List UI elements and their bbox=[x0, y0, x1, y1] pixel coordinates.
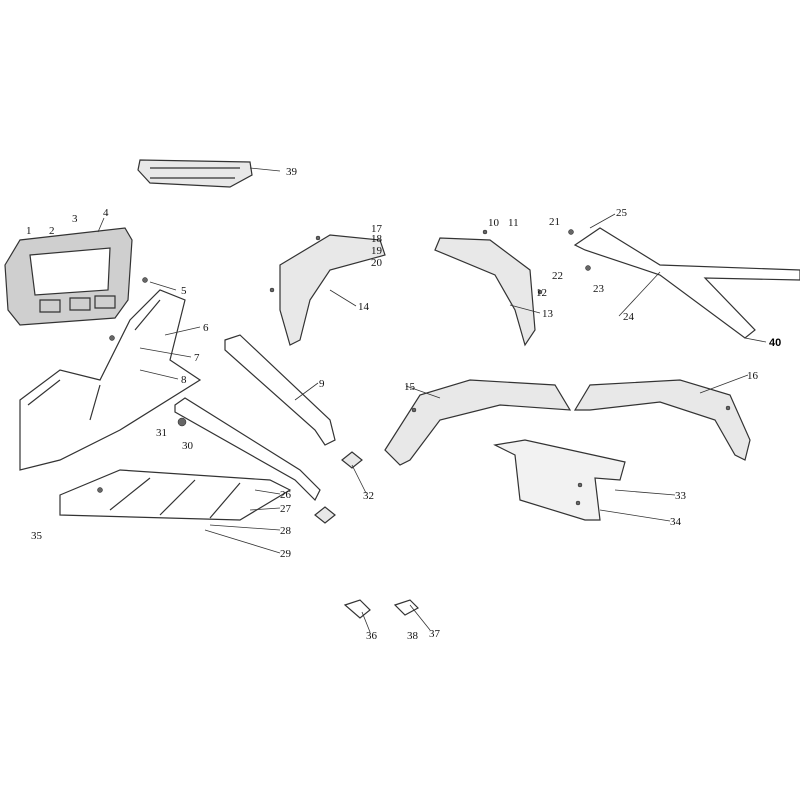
callout-39: 39 bbox=[286, 166, 298, 178]
callout-23: 23 bbox=[593, 283, 605, 295]
callout-26: 26 bbox=[280, 489, 292, 501]
callout-37: 37 bbox=[429, 628, 441, 640]
callout-1: 1 bbox=[26, 225, 32, 237]
callout-34: 34 bbox=[670, 516, 682, 528]
callout-38: 38 bbox=[407, 630, 419, 642]
part-13-right-fender bbox=[434, 237, 536, 347]
callout-8: 8 bbox=[181, 374, 187, 386]
callout-19: 19 bbox=[371, 245, 383, 257]
part-16-rear-right-fender bbox=[573, 379, 751, 461]
leader-lines bbox=[97, 167, 767, 633]
callout-12: 12 bbox=[536, 287, 547, 299]
callout-18: 18 bbox=[371, 233, 383, 245]
callout-25: 25 bbox=[616, 207, 628, 219]
part-14-left-fender bbox=[279, 234, 386, 346]
part-39-grille bbox=[137, 159, 253, 188]
callout-30: 30 bbox=[182, 440, 194, 452]
part-15-rear-left-fender bbox=[384, 379, 572, 466]
callout-35: 35 bbox=[31, 530, 43, 542]
callout-9: 9 bbox=[319, 378, 325, 390]
callout-7: 7 bbox=[194, 352, 200, 364]
callout-33: 33 bbox=[675, 490, 687, 502]
callout-40: 40 bbox=[769, 337, 781, 349]
part-31-tube bbox=[174, 397, 321, 502]
part-33-bracket bbox=[493, 439, 626, 521]
part-36-37-38-clips bbox=[343, 599, 419, 619]
callout-15: 15 bbox=[404, 381, 416, 393]
part-24-rear-bar bbox=[573, 227, 800, 339]
callout-29: 29 bbox=[280, 548, 292, 560]
callout-21: 21 bbox=[549, 216, 560, 228]
callout-36: 36 bbox=[366, 630, 378, 642]
callout-4: 4 bbox=[103, 207, 109, 219]
part-35-rack bbox=[59, 469, 292, 521]
callout-32: 32 bbox=[363, 490, 374, 502]
part-32-plates bbox=[314, 451, 363, 524]
bolts bbox=[97, 229, 731, 506]
callout-3: 3 bbox=[72, 213, 78, 225]
callout-31: 31 bbox=[156, 427, 167, 439]
callout-13: 13 bbox=[542, 308, 554, 320]
callout-17: 17 bbox=[371, 223, 383, 235]
callout-6: 6 bbox=[203, 322, 209, 334]
callout-16: 16 bbox=[747, 370, 759, 382]
callout-labels: 1 2 3 4 5 6 7 8 9 10 11 12 13 14 15 16 1… bbox=[26, 166, 781, 642]
callout-2: 2 bbox=[49, 225, 55, 237]
callout-22: 22 bbox=[552, 270, 563, 282]
callout-10: 10 bbox=[488, 217, 500, 229]
callout-27: 27 bbox=[280, 503, 292, 515]
part-6-front-frame bbox=[19, 289, 202, 471]
callout-14: 14 bbox=[358, 301, 370, 313]
part-4-front-panel bbox=[4, 227, 133, 326]
callout-28: 28 bbox=[280, 525, 292, 537]
callout-24: 24 bbox=[623, 311, 635, 323]
callout-20: 20 bbox=[371, 257, 383, 269]
callout-5: 5 bbox=[181, 285, 187, 297]
part-9-side-tube bbox=[224, 334, 336, 446]
callout-11: 11 bbox=[508, 217, 519, 229]
